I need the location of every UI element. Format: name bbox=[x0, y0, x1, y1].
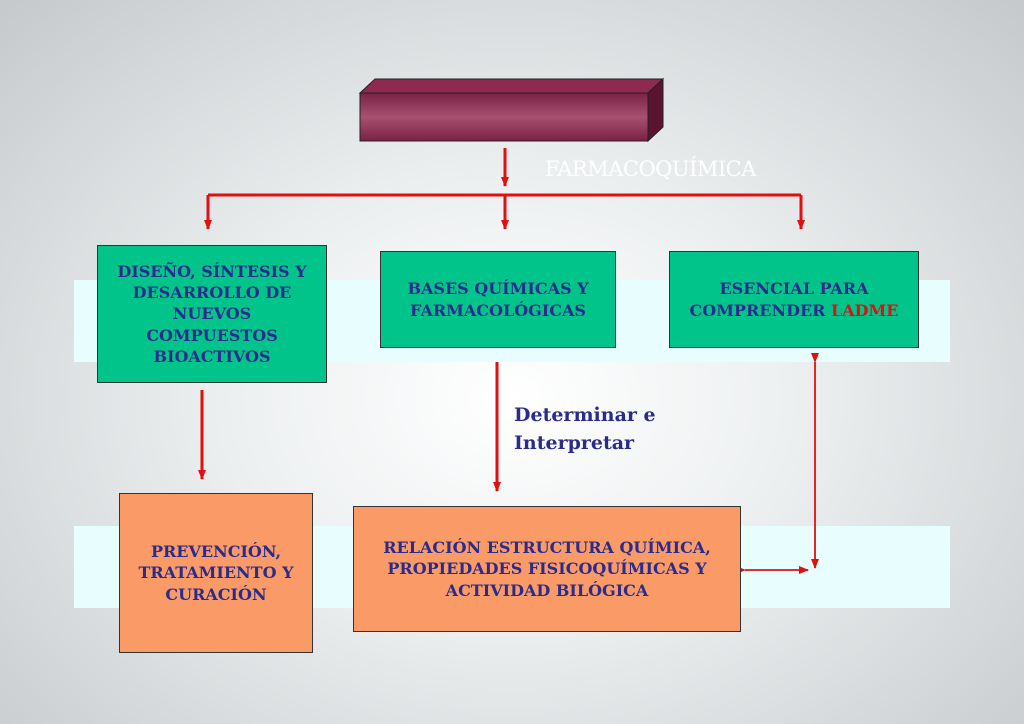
box-esencial-label: ESENCIAL PARA COMPRENDER LADME bbox=[678, 278, 910, 321]
box-relacion-label: RELACIÓN ESTRUCTURA QUÍMICA, PROPIEDADES… bbox=[383, 538, 711, 600]
ladme-highlight: LADME bbox=[831, 300, 899, 320]
box-esencial: ESENCIAL PARA COMPRENDER LADME bbox=[669, 251, 919, 348]
box-esencial-prefix: ESENCIAL PARA COMPRENDER bbox=[689, 279, 869, 320]
box-relacion: RELACIÓN ESTRUCTURA QUÍMICA, PROPIEDADES… bbox=[353, 506, 741, 632]
box-prevencion: PREVENCIÓN, TRATAMIENTO Y CURACIÓN bbox=[119, 493, 313, 653]
box-diseno: DISEÑO, SÍNTESIS Y DESARROLLO DE NUEVOS … bbox=[97, 245, 327, 383]
diagram-title: FARMACOQUÍMICA bbox=[545, 157, 756, 181]
box-prevencion-label: PREVENCIÓN, TRATAMIENTO Y CURACIÓN bbox=[138, 542, 294, 604]
box-diseno-label: DISEÑO, SÍNTESIS Y DESARROLLO DE NUEVOS … bbox=[117, 261, 307, 366]
edge-label-determinar: Determinar e Interpretar bbox=[514, 404, 656, 454]
box-bases-label: BASES QUÍMICAS Y FARMACOLÓGICAS bbox=[407, 279, 589, 320]
box-bases: BASES QUÍMICAS Y FARMACOLÓGICAS bbox=[380, 251, 616, 348]
